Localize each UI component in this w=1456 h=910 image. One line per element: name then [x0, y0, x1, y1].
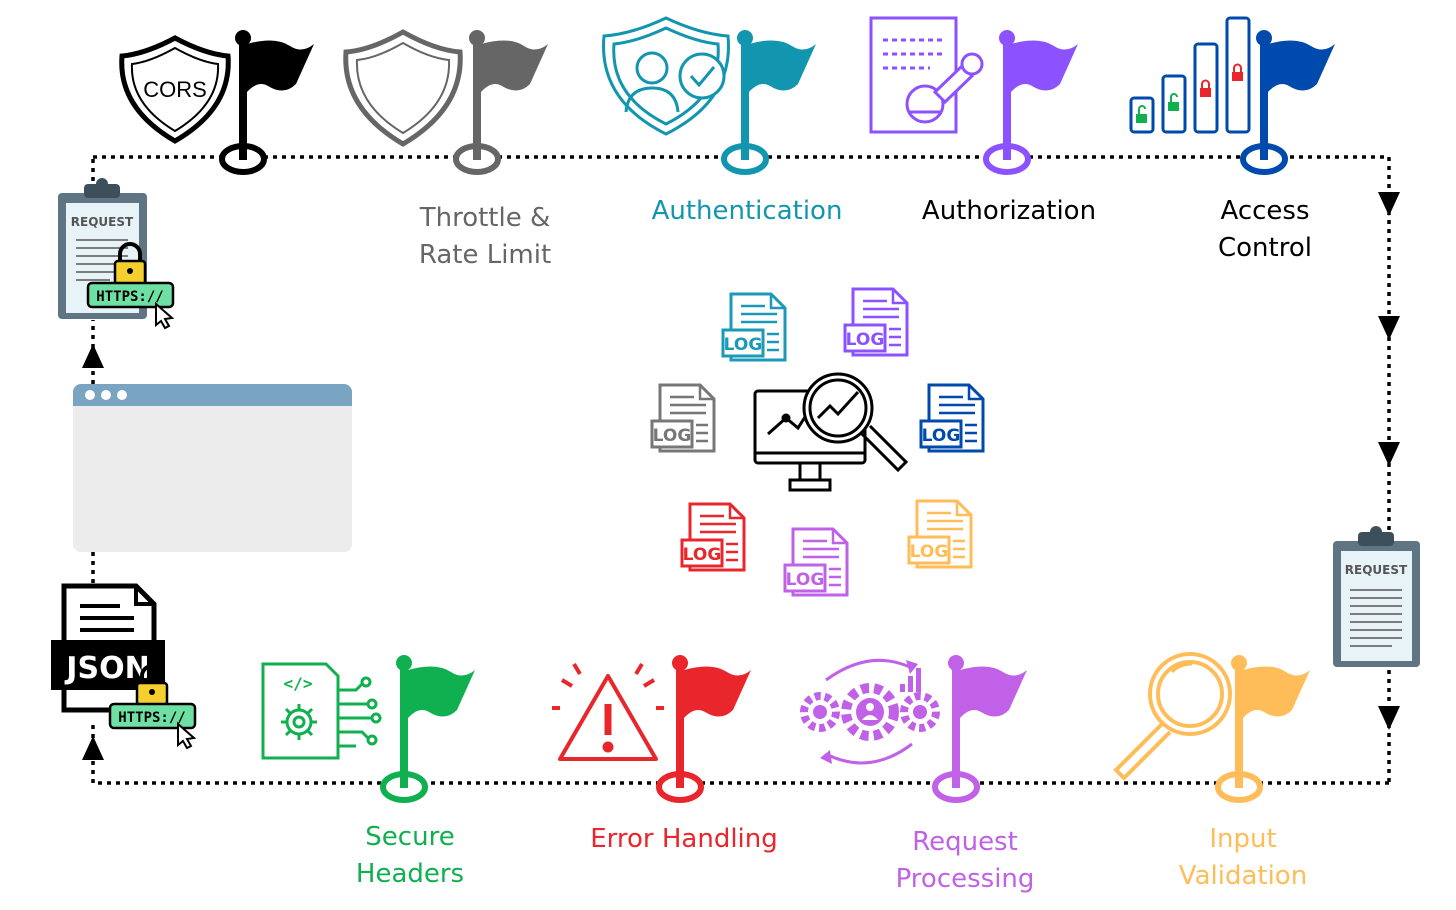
log-file-label: LOG: [910, 542, 949, 562]
log-file-icon: LOG: [919, 383, 985, 453]
browser-dot-icon: [117, 390, 127, 400]
log-file-label: LOG: [846, 330, 885, 350]
request-processing-label-line1: Request: [912, 827, 1018, 857]
request-processing-flag-icon: [932, 655, 1027, 803]
browser-dot-icon: [101, 390, 111, 400]
json-document-icon: JSON: [51, 583, 165, 713]
arrow-up-1: [82, 344, 104, 368]
cors-badge-text: CORS: [143, 77, 207, 102]
log-file-label: LOG: [922, 426, 961, 446]
json-cursor-icon: [177, 721, 197, 750]
input-validation-flag-icon: [1215, 655, 1310, 803]
log-file-icon: LOG: [907, 499, 973, 569]
authorization-label-line1: Authorization: [921, 196, 1097, 226]
access-control-label-line2: Control: [1218, 233, 1312, 263]
authorization-flag-icon: [983, 30, 1078, 175]
error-handling-flag-icon: [656, 655, 751, 803]
log-file-label: LOG: [724, 335, 763, 355]
request-clipboard-right-label: REQUEST: [1345, 563, 1408, 577]
browser-window: [73, 384, 352, 552]
flow-arrows: [82, 192, 1400, 760]
monitoring-analytics-icon: [753, 372, 909, 492]
log-file-label: LOG: [653, 426, 692, 446]
code-tag-glyph: </>: [284, 674, 313, 693]
log-file-icon: LOG: [843, 287, 909, 357]
log-file-label: LOG: [683, 545, 722, 565]
browser-titlebar: [73, 384, 352, 406]
request-clipboard-label: REQUEST: [71, 215, 134, 229]
throttle-shield-icon: [343, 29, 463, 147]
arrow-up-2: [82, 736, 104, 760]
authorization-stamp-document-icon: [869, 16, 984, 134]
log-file-icons: LOG LOG LOG LOG LOG LOG LOG: [650, 287, 985, 597]
throttle-label-line2: Rate Limit: [418, 240, 552, 270]
authentication-flag-icon: [721, 30, 816, 175]
error-warning-triangle-icon: [552, 662, 664, 761]
throttle-label-line1: Throttle &: [419, 203, 551, 233]
input-validation-label-line1: Input: [1209, 824, 1277, 854]
secure-headers-code-gear-icon: </>: [261, 662, 382, 760]
access-lock-icons: [1136, 63, 1243, 123]
browser-content: [73, 406, 352, 552]
input-validation-label: Input Validation: [1166, 821, 1320, 895]
log-file-icon: LOG: [650, 383, 716, 453]
authentication-label: Authentication: [630, 193, 864, 230]
secure-headers-label-line2: Headers: [355, 859, 465, 889]
secure-headers-flag-icon: [380, 655, 475, 803]
access-control-label: Access Control: [1190, 193, 1340, 267]
browser-dot-icon: [85, 390, 95, 400]
json-https-badge: HTTPS://: [108, 702, 197, 750]
request-https-text: HTTPS://: [96, 289, 163, 305]
input-validation-magnifier-icon: [1113, 652, 1232, 781]
input-validation-label-line2: Validation: [1178, 861, 1308, 891]
throttle-label: Throttle & Rate Limit: [400, 200, 570, 274]
json-https-text: HTTPS://: [118, 710, 185, 726]
log-file-icon: LOG: [680, 502, 746, 572]
request-cursor-icon: [155, 301, 175, 330]
request-processing-label: Request Processing: [880, 824, 1050, 898]
cors-flag-icon: [219, 30, 314, 175]
secure-headers-label-line1: Secure: [365, 822, 455, 852]
arrow-down-1: [1378, 192, 1400, 216]
authentication-user-shield-icon: [602, 16, 730, 136]
access-control-label-line1: Access: [1220, 196, 1310, 226]
request-https-badge: HTTPS://: [86, 281, 175, 330]
cors-shield-icon: CORS: [119, 35, 231, 144]
error-handling-label-line1: Error Handling: [590, 824, 778, 854]
request-lock-icon: [113, 242, 147, 287]
authorization-label: Authorization: [905, 193, 1113, 230]
log-file-icon: LOG: [783, 527, 849, 597]
secure-headers-label: Secure Headers: [340, 819, 480, 893]
authentication-label-line1: Authentication: [651, 196, 843, 226]
json-label: JSON: [64, 651, 149, 686]
arrow-down-4: [1378, 706, 1400, 730]
error-handling-label: Error Handling: [574, 821, 794, 858]
log-file-icon: LOG: [721, 292, 787, 362]
arrow-down-2: [1378, 316, 1400, 340]
request-processing-gears-icon: [800, 658, 940, 765]
request-clipboard-right-icon: REQUEST: [1333, 526, 1420, 667]
access-control-bars-icon: [1129, 16, 1251, 134]
log-file-label: LOG: [786, 570, 825, 590]
access-control-flag-icon: [1240, 30, 1335, 175]
request-processing-label-line2: Processing: [895, 864, 1035, 894]
throttle-flag-icon: [453, 30, 548, 175]
arrow-down-3: [1378, 442, 1400, 466]
